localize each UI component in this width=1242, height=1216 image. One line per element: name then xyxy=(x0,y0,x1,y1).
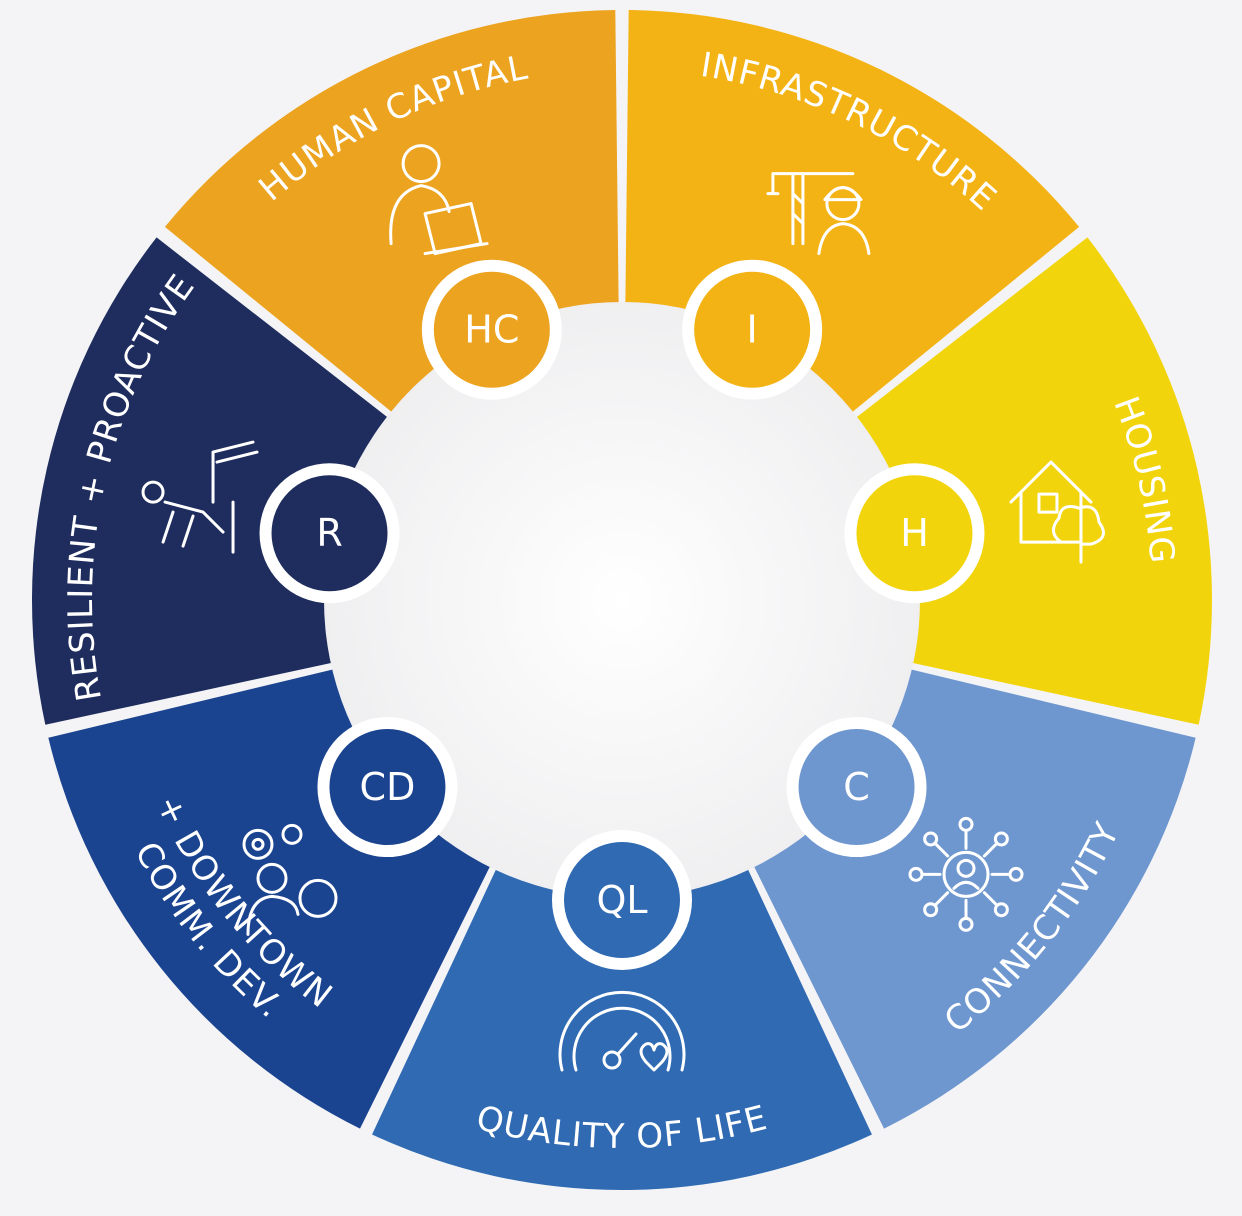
badge-label-infrastructure: I xyxy=(747,308,758,352)
network-hub-icon xyxy=(908,816,1024,932)
badge-human-capital: HC xyxy=(421,259,562,400)
crane-worker-icon xyxy=(766,172,871,256)
badge-infrastructure: I xyxy=(682,259,823,400)
badge-label-quality-of-life: QL xyxy=(596,878,647,922)
badge-label-housing: H xyxy=(900,511,929,555)
badge-connectivity: C xyxy=(786,717,927,858)
badge-label-comm-dev: CD xyxy=(360,765,416,809)
badge-quality-of-life: QL xyxy=(552,830,692,970)
badge-label-connectivity: C xyxy=(843,765,870,809)
gauge-heart-icon xyxy=(558,990,686,1072)
house-tree-icon xyxy=(1009,460,1105,564)
wheel-center xyxy=(324,302,920,898)
badge-comm-dev: CD xyxy=(317,717,458,858)
badge-label-resilient: R xyxy=(316,511,342,555)
gears-person-icon xyxy=(242,823,338,936)
icons-layer xyxy=(141,144,1105,1072)
person-laptop-icon xyxy=(389,144,489,256)
falling-person-icon xyxy=(141,440,259,554)
segment-quality-of-life xyxy=(372,862,872,1191)
badge-housing: H xyxy=(844,463,985,604)
badge-label-human-capital: HC xyxy=(464,308,519,352)
badge-resilient: R xyxy=(259,463,400,604)
